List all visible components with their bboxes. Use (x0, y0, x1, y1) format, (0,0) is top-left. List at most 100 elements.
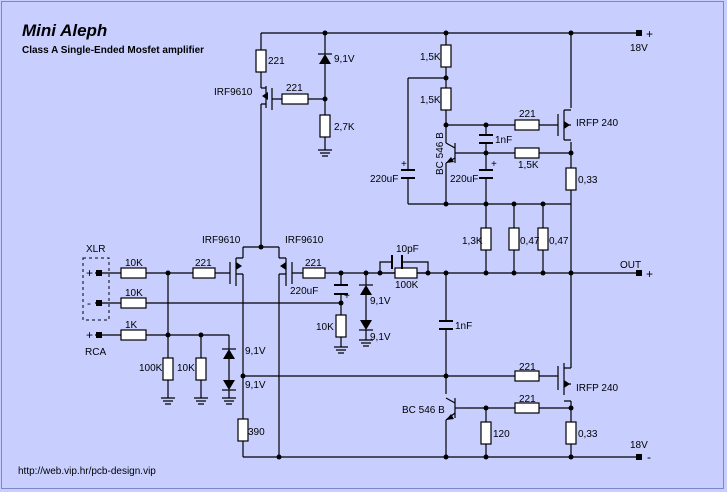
label-rca-plus: + (86, 328, 93, 342)
label-z-bot-b: 9,1V (245, 380, 266, 391)
resistor-120 (480, 421, 492, 445)
component-labels: 221 9,1V IRF9610 221 2,7K 1,5K 1,5K 221 … (125, 52, 618, 440)
mosfet-irfp240-bottom (557, 363, 571, 402)
diagram-subtitle: Class A Single-Ended Mosfet amplifier (22, 45, 204, 56)
label-r-gate-221: 221 (286, 83, 303, 94)
cap-plus-a: + (401, 159, 407, 170)
label-c-220uf-b: 220uF (450, 174, 478, 185)
label-r-221-bot-a: 221 (519, 362, 536, 373)
label-c-220uf-fb: 220uF (290, 286, 318, 297)
capacitor-220uf-a (401, 169, 415, 179)
resistor-221-out-gate (302, 267, 326, 279)
label-q-irfp-bottom: IRFP 240 (576, 383, 618, 394)
resistor-1k5-b (440, 87, 452, 111)
resistor-2k7 (319, 114, 331, 138)
resistor-221-gate-top (514, 119, 540, 131)
capacitor-220uf-feedback (334, 284, 348, 295)
capacitor-10pf (391, 255, 403, 269)
resistor-top-221 (255, 49, 267, 73)
resistor-033-top (565, 167, 577, 191)
label-supply-pos: 18V (630, 43, 648, 54)
cap-plus-fb: + (344, 291, 350, 302)
capacitor-220uf-b (479, 169, 493, 179)
resistor-047-b (537, 227, 549, 251)
label-r-221-bot-b: 221 (519, 394, 536, 405)
ground-in-a (161, 397, 175, 405)
label-z-fb-a: 9,1V (370, 296, 391, 307)
footer-url: http://web.vip.hr/pcb-design.vip (18, 466, 156, 477)
resistor-047-a (508, 227, 520, 251)
resistor-100k (162, 357, 174, 381)
resistor-10k-input-a (120, 267, 147, 279)
label-rca: RCA (85, 347, 106, 358)
label-r-10k-c: 10K (177, 363, 195, 374)
resistor-gate-221 (281, 93, 309, 105)
connector-labels: XLR + - + RCA + 18V OUT + 18V - (85, 27, 653, 464)
terminal-xlr-minus (96, 300, 102, 306)
ground-fb-b (359, 339, 373, 347)
ground-top (318, 149, 332, 157)
label-r-top-221: 221 (268, 56, 285, 67)
zener-feedback-a (359, 284, 373, 295)
ground-in-c (222, 397, 236, 405)
resistors (120, 44, 577, 445)
label-z-bot-a: 9,1V (245, 346, 266, 357)
label-r-033-bottom: 0,33 (578, 429, 598, 440)
label-r-033-top: 0,33 (578, 175, 598, 186)
label-c-10pf: 10pF (396, 244, 419, 255)
terminal-xlr-plus (96, 270, 102, 276)
resistor-10k-c (195, 357, 207, 381)
zener-bottom-b (222, 380, 236, 391)
label-r-gate-up-221: 221 (519, 109, 536, 120)
label-r-100k-fb: 100K (395, 280, 419, 291)
zener-bottom-a (222, 348, 236, 359)
label-r-221-out: 221 (305, 258, 322, 269)
resistor-100k-feedback (394, 267, 418, 279)
junction-dots (165, 30, 574, 460)
label-xlr-plus: + (86, 266, 93, 280)
resistor-10k-feedback (335, 314, 347, 338)
label-q-bc546-bottom: BC 546 B (402, 405, 445, 416)
label-r-2k7: 2,7K (334, 122, 355, 133)
terminal-rca-plus (96, 332, 102, 338)
label-supply-neg-sign: - (647, 450, 651, 464)
label-q-irf9610-right: IRF9610 (285, 235, 324, 246)
label-z-fb-b: 9,1V (370, 332, 391, 343)
label-r-1k5-a: 1,5K (420, 52, 441, 63)
resistor-1k3 (480, 227, 492, 251)
label-xlr-minus: - (87, 296, 91, 310)
resistor-033-bottom (565, 421, 577, 445)
resistor-1k5-c (514, 147, 540, 159)
label-output: OUT (620, 260, 641, 271)
label-z-top: 9,1V (334, 54, 355, 65)
terminal-output (636, 270, 642, 276)
label-c-1nf-top: 1nF (495, 135, 512, 146)
label-r-1k5-c: 1,5K (518, 160, 539, 171)
resistor-1k (120, 329, 147, 341)
ground-symbols (161, 149, 373, 405)
mosfet-irfp240-top (557, 109, 571, 141)
mosfet-irf9610-left (229, 257, 243, 286)
capacitor-1nf-top (479, 134, 493, 144)
label-r-10k-b: 10K (125, 288, 143, 299)
capacitors: + + + (334, 134, 497, 330)
label-q-top-irf9610: IRF9610 (214, 87, 253, 98)
zener-diodes (222, 53, 373, 391)
label-r-100k: 100K (139, 363, 163, 374)
label-r-10k-a: 10K (125, 258, 143, 269)
bjt-bc546-top (445, 142, 456, 164)
label-r-390: 390 (248, 427, 265, 438)
terminal-supply-pos (636, 30, 642, 36)
label-q-bc546-top: BC 546 B (435, 132, 446, 175)
transistors (229, 86, 571, 421)
resistor-1k5-a (440, 44, 452, 68)
resistor-221-bottom-a (514, 370, 540, 382)
label-r-1k5-b: 1,5K (420, 95, 441, 106)
resistor-221-input (192, 267, 216, 279)
label-r-047-b: 0,47 (549, 236, 569, 247)
bjt-bc546-bottom (445, 397, 456, 421)
diagram-title: Mini Aleph (22, 21, 107, 40)
